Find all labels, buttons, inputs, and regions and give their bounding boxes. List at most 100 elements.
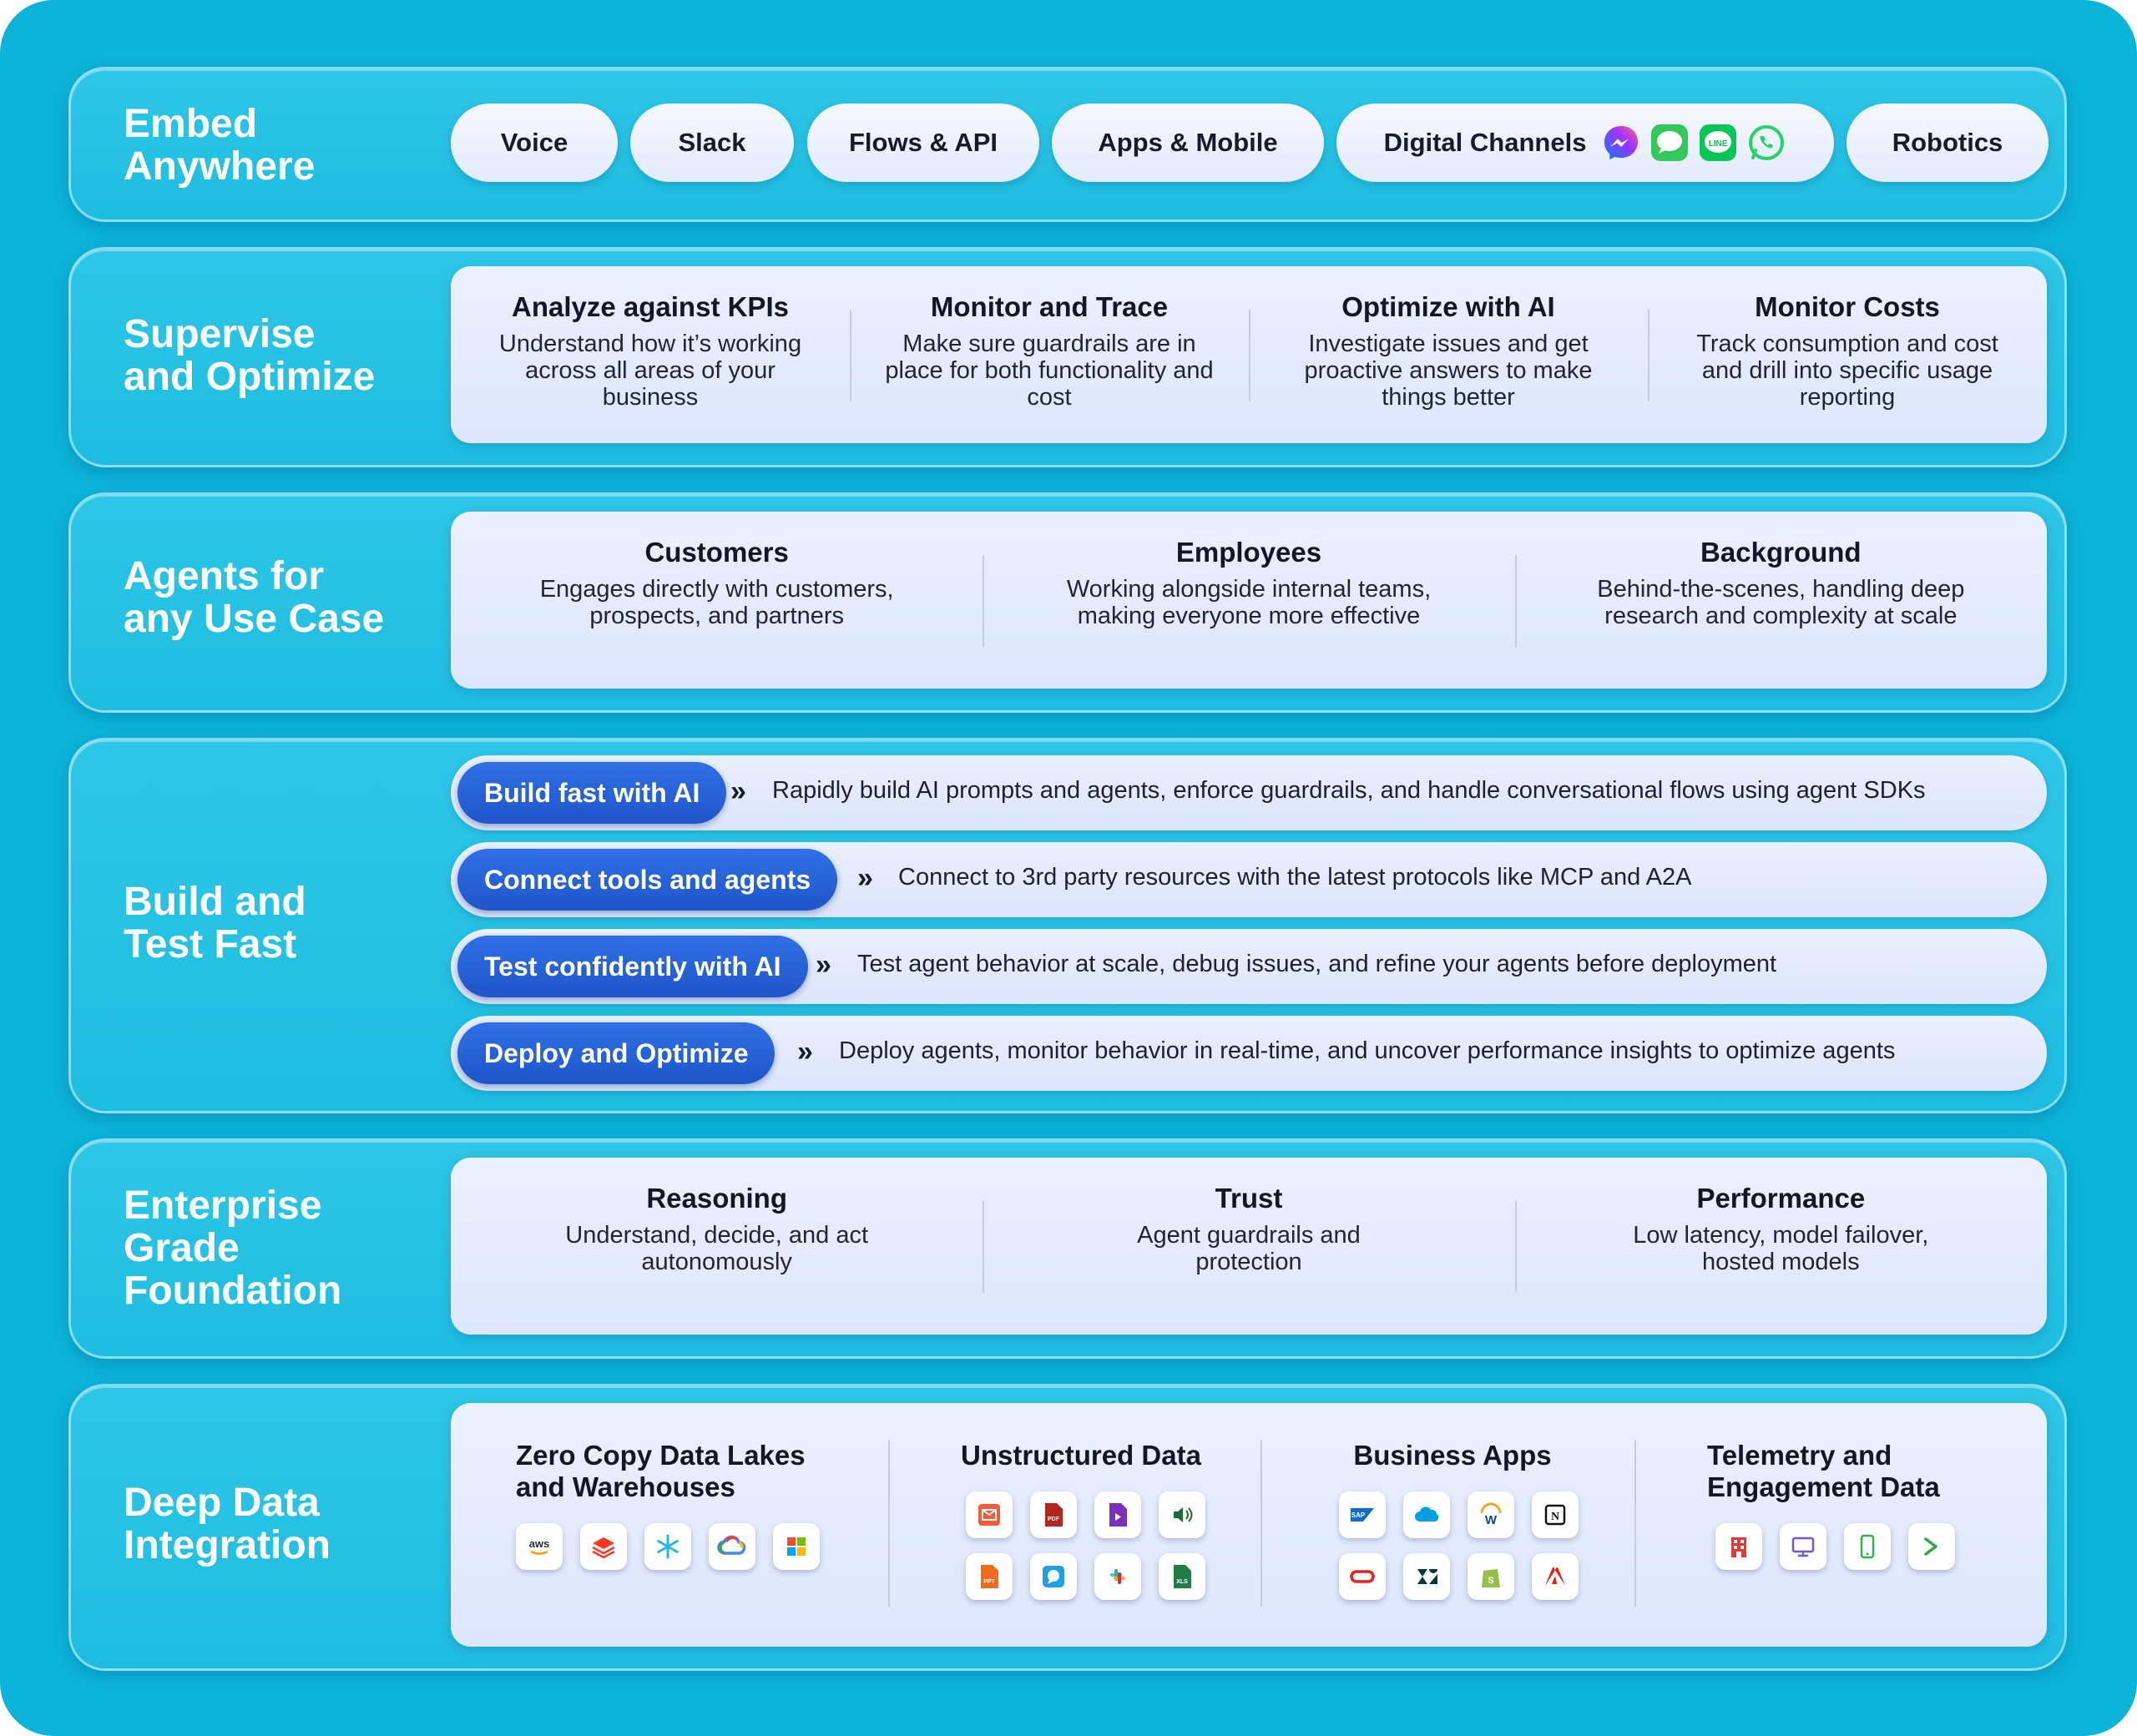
- col-desc: Understand how it’s working across all a…: [498, 331, 802, 411]
- supervise-col-kpis: Analyze against KPIs Understand how it’s…: [451, 266, 850, 411]
- build-item-build-fast: Build fast with AI » Rapidly build AI pr…: [451, 755, 2047, 830]
- col-desc: Understand, decide, and act autonomously: [565, 1222, 869, 1275]
- terminal-icon: [1908, 1523, 1955, 1570]
- adobe-icon: [1532, 1553, 1579, 1600]
- col-desc: Engages directly with customers, prospec…: [539, 576, 894, 629]
- col-title: Optimize with AI: [1341, 291, 1555, 322]
- data-panel: Zero Copy Data Lakes and Warehouses aws …: [451, 1403, 2047, 1647]
- data-group-title: Telemetry and Engagement Data: [1707, 1440, 1940, 1502]
- pill-slack[interactable]: Slack: [630, 103, 794, 182]
- row-title-foundation: Enterprise Grade Foundation: [124, 1183, 342, 1313]
- deep-data-row: Deep Data Integration Zero Copy Data Lak…: [68, 1384, 2067, 1671]
- slack-icon: [1094, 1553, 1141, 1600]
- workday-icon: W: [1468, 1491, 1514, 1538]
- foundation-col-trust: Trust Agent guardrails and protection: [983, 1158, 1514, 1293]
- chevron-right-icon: »: [730, 775, 746, 807]
- svg-text:N: N: [1551, 1511, 1559, 1523]
- whatsapp-icon: [1746, 123, 1786, 163]
- pill-apps-mobile[interactable]: Apps & Mobile: [1052, 103, 1324, 182]
- pill-digital-channels[interactable]: Digital Channels LINE: [1336, 103, 1834, 182]
- build-item-text: Rapidly build AI prompts and agents, enf…: [772, 777, 1926, 804]
- aws-icon: aws: [516, 1523, 563, 1570]
- build-fast-button[interactable]: Build fast with AI: [457, 762, 727, 824]
- svg-text:SAP: SAP: [1351, 1511, 1366, 1519]
- svg-text:S: S: [1488, 1576, 1493, 1586]
- svg-text:aws: aws: [529, 1537, 550, 1550]
- col-desc: Investigate issues and get proactive ans…: [1304, 331, 1593, 411]
- test-confidently-button[interactable]: Test confidently with AI: [457, 936, 808, 997]
- col-desc: Track consumption and cost and drill int…: [1696, 331, 1998, 411]
- spreadsheet-icon: XLS: [1159, 1553, 1205, 1600]
- col-title: Reasoning: [646, 1183, 788, 1214]
- deploy-optimize-button[interactable]: Deploy and Optimize: [457, 1022, 775, 1084]
- ppt-icon: PPT: [966, 1553, 1013, 1600]
- col-desc: Make sure guardrails are in place for bo…: [885, 331, 1214, 411]
- line-icon: LINE: [1698, 123, 1738, 163]
- foundation-col-performance: Performance Low latency, model failover,…: [1514, 1158, 2047, 1293]
- col-desc: Behind-the-scenes, handling deep researc…: [1597, 576, 1965, 629]
- data-group-lakes: Zero Copy Data Lakes and Warehouses: [516, 1440, 806, 1503]
- agents-col-employees: Employees Working alongside internal tea…: [983, 512, 1514, 647]
- svg-text:PDF: PDF: [1048, 1516, 1060, 1522]
- data-group-telemetry: Telemetry and Engagement Data: [1707, 1440, 1940, 1503]
- col-title: Trust: [1215, 1183, 1283, 1214]
- pill-robotics[interactable]: Robotics: [1847, 103, 2049, 182]
- data-group-title: Business Apps: [1353, 1440, 1552, 1471]
- databricks-icon: [580, 1523, 627, 1570]
- zendesk-icon: [1403, 1553, 1450, 1600]
- microsoft-icon: [773, 1523, 820, 1570]
- enterprise-foundation-row: Enterprise Grade Foundation Reasoning Un…: [68, 1138, 2067, 1359]
- foundation-col-reasoning: Reasoning Understand, decide, and act au…: [451, 1158, 983, 1275]
- row-title-build: Build and Test Fast: [124, 880, 306, 966]
- group-divider: [888, 1440, 890, 1607]
- audio-icon: [1159, 1491, 1205, 1538]
- build-item-deploy-optimize: Deploy and Optimize » Deploy agents, mon…: [451, 1016, 2047, 1091]
- supervise-col-monitor-costs: Monitor Costs Track consumption and cost…: [1648, 266, 2047, 411]
- data-group-title: Unstructured Data: [961, 1440, 1201, 1471]
- imessage-icon: [1649, 123, 1690, 163]
- col-title: Employees: [1175, 537, 1322, 568]
- data-group-unstructured: Unstructured Data: [914, 1440, 1248, 1471]
- col-title: Analyze against KPIs: [512, 291, 789, 322]
- col-desc: Working alongside internal teams, making…: [1066, 576, 1432, 629]
- build-item-text: Test agent behavior at scale, debug issu…: [857, 951, 1777, 977]
- row-title-data: Deep Data Integration: [124, 1481, 331, 1567]
- salesforce-cloud-icon: [1403, 1491, 1450, 1538]
- svg-text:PPT: PPT: [983, 1579, 995, 1585]
- supervise-col-monitor-trace: Monitor and Trace Make sure guardrails a…: [850, 266, 1249, 411]
- chevron-right-icon: »: [816, 949, 831, 981]
- build-item-text: Connect to 3rd party resources with the …: [898, 864, 1692, 891]
- mobile-icon: [1844, 1523, 1891, 1570]
- pill-voice[interactable]: Voice: [451, 103, 618, 182]
- video-icon: [1094, 1491, 1141, 1538]
- row-title-embed: Embed Anywhere: [124, 102, 316, 189]
- col-title: Monitor Costs: [1755, 291, 1940, 322]
- agents-col-background: Background Behind-the-scenes, handling d…: [1514, 512, 2047, 647]
- email-icon: [966, 1491, 1013, 1538]
- pill-flows-api[interactable]: Flows & API: [807, 103, 1039, 182]
- group-divider: [1260, 1440, 1262, 1607]
- svg-text:XLS: XLS: [1176, 1579, 1188, 1585]
- chevron-right-icon: »: [797, 1036, 813, 1067]
- embed-anywhere-row: Embed Anywhere Voice Slack Flows & API A…: [68, 67, 2067, 222]
- build-item-connect-tools: Connect tools and agents » Connect to 3r…: [451, 842, 2047, 917]
- office-building-icon: [1715, 1523, 1762, 1570]
- col-title: Performance: [1696, 1183, 1866, 1214]
- sap-icon: SAP: [1339, 1491, 1386, 1538]
- foundation-panel: Reasoning Understand, decide, and act au…: [451, 1158, 2047, 1335]
- svg-text:LINE: LINE: [1709, 139, 1728, 149]
- notion-icon: N: [1532, 1491, 1579, 1538]
- chevron-right-icon: »: [857, 862, 873, 894]
- col-desc: Agent guardrails and protection: [1137, 1222, 1361, 1275]
- build-test-row: Build and Test Fast Build fast with AI »…: [68, 738, 2067, 1113]
- svg-text:W: W: [1485, 1513, 1498, 1527]
- connect-tools-button[interactable]: Connect tools and agents: [457, 849, 838, 911]
- row-title-supervise: Supervise and Optimize: [124, 312, 376, 399]
- google-cloud-icon: [709, 1523, 755, 1570]
- data-group-title: Zero Copy Data Lakes and Warehouses: [516, 1440, 806, 1502]
- col-desc: Low latency, model failover, hosted mode…: [1633, 1222, 1929, 1275]
- build-item-test-confidently: Test confidently with AI » Test agent be…: [451, 929, 2047, 1004]
- agents-panel: Customers Engages directly with customer…: [451, 512, 2047, 689]
- supervise-col-optimize-ai: Optimize with AI Investigate issues and …: [1249, 266, 1648, 411]
